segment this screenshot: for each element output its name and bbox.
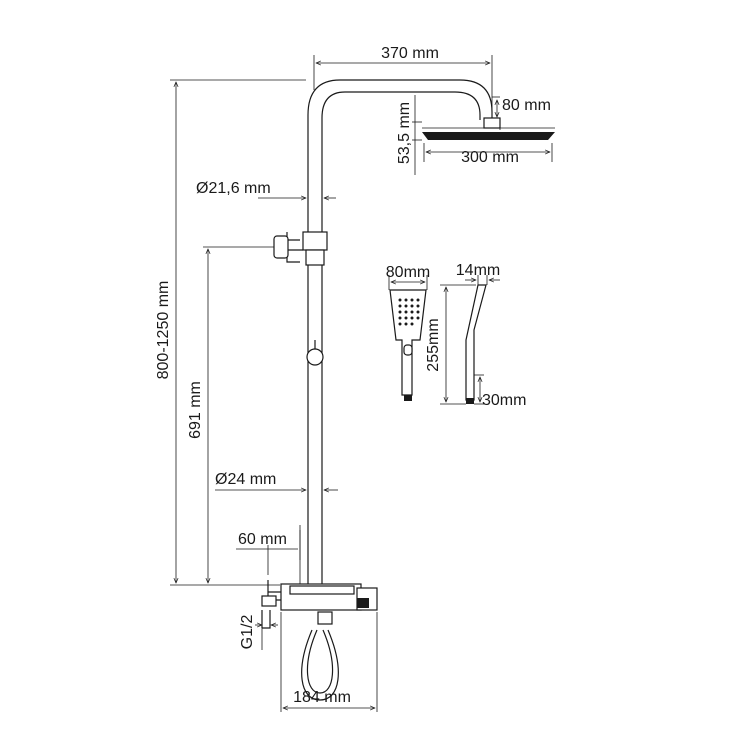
dim-head-thickness: 53,5 mm — [396, 102, 413, 164]
dim-head-width: 300 mm — [461, 149, 519, 166]
dim-connection-thread: G1/2 — [239, 615, 256, 650]
upper-pipe-outer — [307, 79, 493, 245]
dim-handshower-length: 255mm — [425, 318, 442, 371]
shower-column — [261, 79, 555, 701]
dim-upper-pipe-diameter: Ø21,6 mm — [196, 180, 271, 197]
handshower-detail — [389, 284, 487, 404]
slider-block — [302, 231, 328, 251]
dim-bar-height: 691 mm — [187, 381, 204, 439]
dim-drop-length: 80 mm — [502, 97, 551, 114]
dim-mixer-width: 184 mm — [293, 689, 351, 706]
dim-wall-offset: 60 mm — [238, 531, 287, 548]
dim-total-height: 800-1250 mm — [155, 281, 172, 380]
upper-pipe-inner — [321, 91, 481, 245]
handshower-side — [465, 284, 487, 401]
spray-nozzles — [398, 298, 420, 326]
dim-handshower-depth: 14mm — [456, 262, 500, 279]
shower-hose — [301, 629, 339, 701]
dim-lower-pipe-diameter: Ø24 mm — [215, 471, 276, 488]
handshower-holder — [286, 232, 303, 263]
head-connector — [483, 117, 501, 129]
dim-arm-length: 370 mm — [381, 45, 439, 62]
rain-shower-head — [422, 132, 555, 140]
g12-connection — [261, 610, 271, 629]
height-adjuster-knob — [306, 348, 324, 366]
handshower-front — [389, 289, 427, 396]
dim-handshower-handle: 30mm — [482, 392, 526, 409]
dim-handshower-width: 80mm — [386, 264, 430, 281]
hose-outlet — [317, 611, 333, 625]
